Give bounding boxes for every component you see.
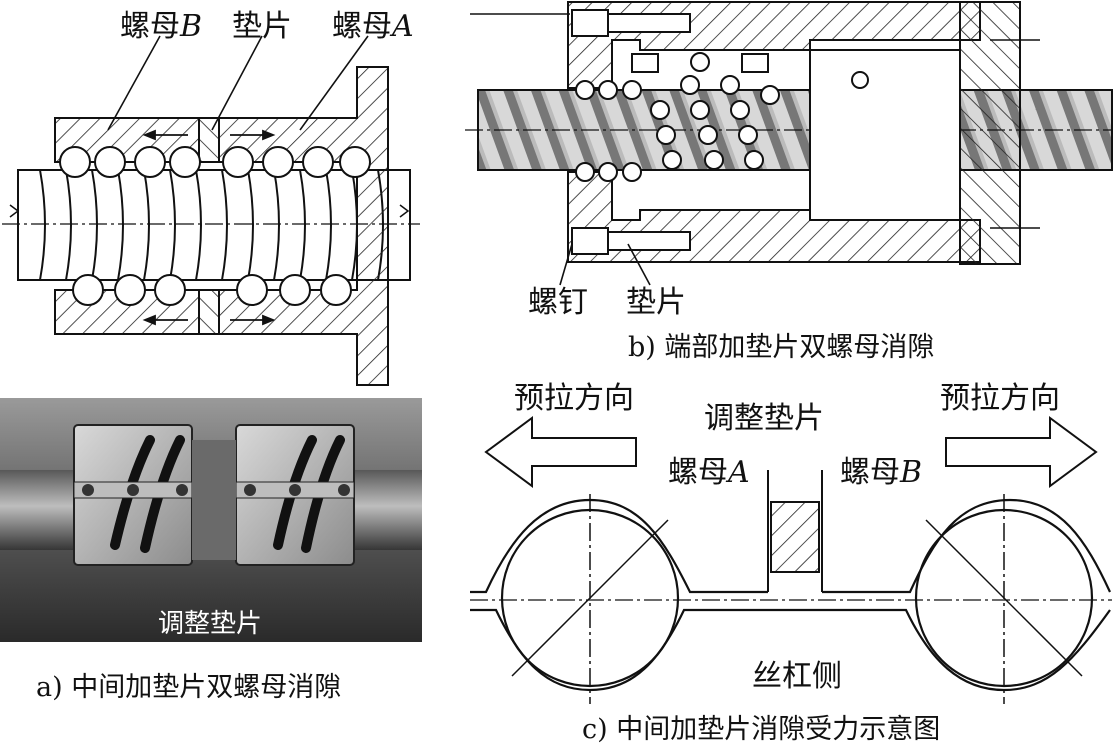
panel-c-drawing: 预拉方向 预拉方向 调整垫片 螺母A 螺母B 丝杠侧 [470,381,1112,704]
balls-b [575,52,780,182]
balls-lower [72,274,352,306]
label-preload-right: 预拉方向 [940,381,1060,416]
photo-caption: 调整垫片 [158,609,262,639]
label-preload-left: 预拉方向 [514,381,634,416]
label-nut-b-c: 螺母B [840,455,922,490]
label-nut-a: 螺母A [332,9,414,44]
preload-arrow-right [945,416,1098,488]
caption-c: c) 中间加垫片消隙受力示意图 [582,714,940,745]
panel-a-drawing: 螺母B 垫片 螺母A [2,9,420,386]
label-adjust-shim: 调整垫片 [704,401,824,436]
caption-a: a) 中间加垫片双螺母消隙 [36,672,341,703]
preload-arrow-left [484,416,637,488]
label-screw-side: 丝杠侧 [752,659,842,694]
leader-lines-a [107,35,369,131]
panel-b-drawing: 螺钉 垫片 [465,1,1113,320]
preload-arrows [142,129,276,326]
ball-screw-shaft [2,169,420,281]
caption-b: b) 端部加垫片双螺母消隙 [628,332,934,363]
contact-lines [511,494,1083,704]
balls-upper [59,146,371,178]
center-shim-section [198,117,220,335]
label-nut-b: 螺母B [120,9,202,44]
panel-a-photo: 调整垫片 [0,398,422,642]
label-screw: 螺钉 [528,285,588,320]
label-shim-b: 垫片 [626,285,686,320]
adjust-shim [770,501,820,573]
label-shim-a: 垫片 [232,9,292,44]
label-nut-a-c: 螺母A [668,455,750,490]
